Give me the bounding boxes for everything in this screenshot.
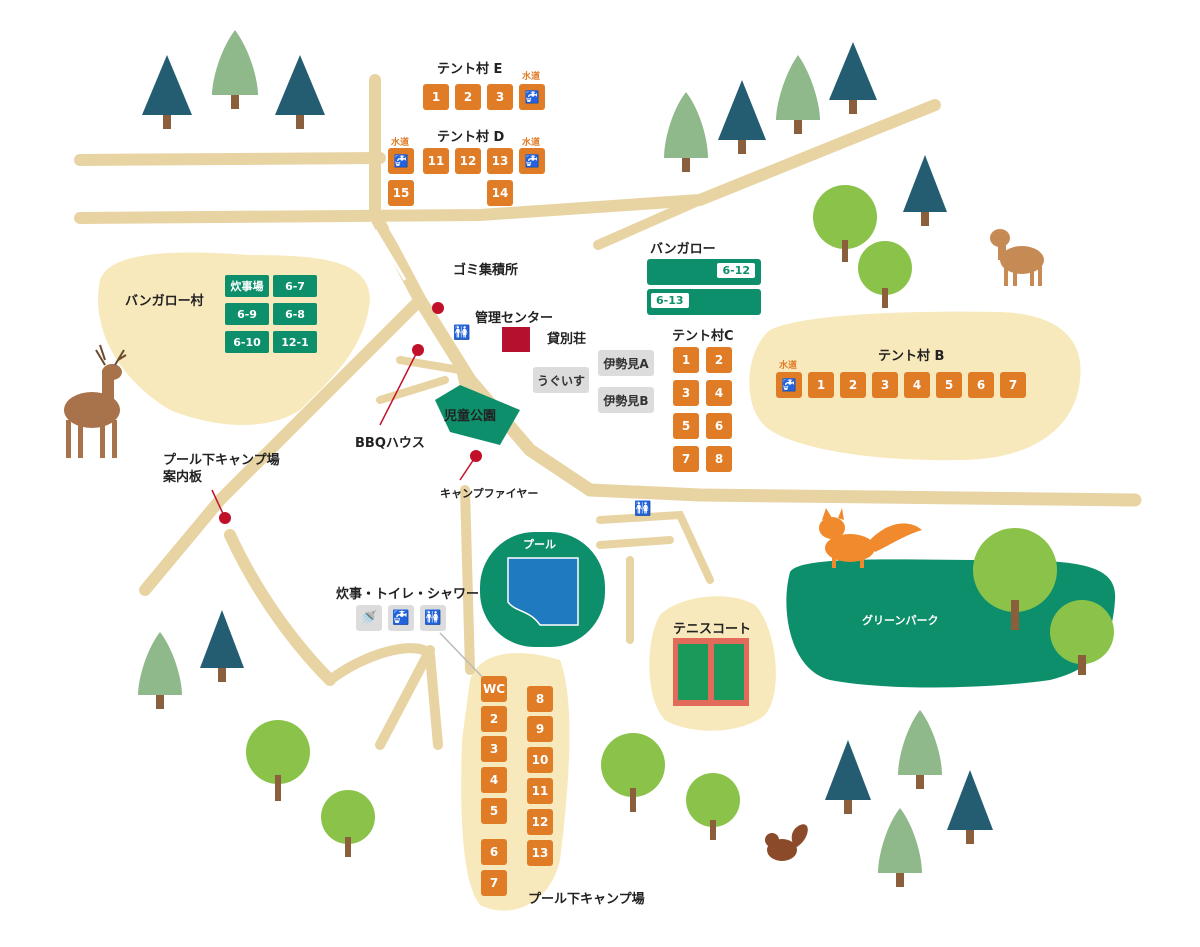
bungalow-6-8[interactable]: 6-8 [273, 303, 317, 325]
pool-camp-area [461, 653, 570, 911]
tent-e-water-label: 水道 [522, 72, 541, 82]
tent-d-water-left-label: 水道 [391, 138, 410, 148]
pool-camp-site-11[interactable]: 11 [527, 778, 553, 804]
pool-camp-label: プール下キャンプ場 [528, 892, 645, 907]
tent-e-site-2[interactable]: 2 [455, 84, 481, 110]
tent-d-title: テント村 D [437, 130, 505, 145]
tent-d-water-right-label: 水道 [522, 138, 541, 148]
squirrel-icon [765, 824, 808, 861]
bungalow-12-1[interactable]: 12-1 [273, 331, 317, 353]
pool-camp-site-3[interactable]: 3 [481, 736, 507, 762]
tent-d-site-13[interactable]: 13 [487, 148, 513, 174]
garbage-label: ゴミ集積所 [453, 263, 519, 278]
pool-camp-site-13[interactable]: 13 [527, 840, 553, 866]
pool-water [507, 557, 579, 626]
tent-d-site-14[interactable]: 14 [487, 180, 513, 206]
board-label: プール下キャンプ場 案内板 [163, 453, 280, 485]
tent-c-site-6[interactable]: 6 [706, 413, 732, 439]
playground-label: 児童公園 [444, 409, 497, 424]
tent-c-site-7[interactable]: 7 [673, 446, 699, 472]
restroom-icon: 🚻 [453, 325, 471, 341]
pool-camp-site-12[interactable]: 12 [527, 809, 553, 835]
villa-isemi-a[interactable]: 伊勢見A [598, 350, 654, 376]
tennis-label: テニスコート [673, 622, 752, 637]
bungalow-6-7[interactable]: 6-7 [273, 275, 317, 297]
pool-camp-site-9[interactable]: 9 [527, 716, 553, 742]
faucet-icon: 🚰 [388, 148, 414, 174]
tent-c-site-1[interactable]: 1 [673, 347, 699, 373]
tent-e-site-3[interactable]: 3 [487, 84, 513, 110]
pool-camp-site-10[interactable]: 10 [527, 747, 553, 773]
pool-camp-wc[interactable]: WC [481, 676, 507, 702]
tent-c-site-5[interactable]: 5 [673, 413, 699, 439]
faucet-icon: 🚰 [519, 84, 545, 110]
campfire-label: キャンプファイヤー [440, 487, 539, 500]
tent-b-site-4[interactable]: 4 [904, 372, 930, 398]
faucet-icon: 🚰 [519, 148, 545, 174]
tent-c-site-3[interactable]: 3 [673, 380, 699, 406]
bungalow-title: バンガロー [650, 242, 716, 257]
tent-b-water-label: 水道 [779, 361, 798, 371]
green-park-label: グリーンパーク [862, 614, 939, 627]
pool-camp-site-8[interactable]: 8 [527, 686, 553, 712]
bbq-label: BBQハウス [355, 436, 425, 451]
bungalow-village-title: バンガロー村 [125, 294, 204, 309]
bungalow-6-10[interactable]: 6-10 [225, 331, 269, 353]
villa-isemi-b[interactable]: 伊勢見B [598, 387, 654, 413]
tent-b-site-2[interactable]: 2 [840, 372, 866, 398]
bungalow-kitchen[interactable]: 炊事場 [225, 275, 269, 297]
tent-c-site-2[interactable]: 2 [706, 347, 732, 373]
faucet-icon: 🚰 [776, 372, 802, 398]
management-center-label: 管理センター [475, 311, 554, 326]
tent-d-site-15[interactable]: 15 [388, 180, 414, 206]
villa-label: 貸別荘 [547, 332, 587, 347]
management-center-building [502, 327, 530, 352]
tent-b-title: テント村 B [878, 349, 945, 364]
restroom-icon: 🚻 [420, 605, 446, 631]
bungalow-6-12[interactable]: 6-12 [647, 259, 761, 285]
restroom-icon: 🚻 [634, 501, 652, 517]
pool-camp-site-4[interactable]: 4 [481, 767, 507, 793]
bungalow-6-13[interactable]: 6-13 [647, 289, 761, 315]
pool-camp-site-7[interactable]: 7 [481, 870, 507, 896]
playground-area [435, 385, 520, 445]
pool-label: プール [523, 538, 556, 551]
pool-camp-site-2[interactable]: 2 [481, 706, 507, 732]
tent-c-title: テント村C [672, 329, 734, 344]
tent-d-site-12[interactable]: 12 [455, 148, 481, 174]
fox-icon [819, 508, 922, 568]
tent-e-title: テント村 E [437, 62, 503, 77]
tent-b-site-6[interactable]: 6 [968, 372, 994, 398]
tent-b-site-3[interactable]: 3 [872, 372, 898, 398]
bungalow-6-9[interactable]: 6-9 [225, 303, 269, 325]
pool-camp-site-5[interactable]: 5 [481, 798, 507, 824]
tent-c-site-4[interactable]: 4 [706, 380, 732, 406]
tent-e-site-1[interactable]: 1 [423, 84, 449, 110]
faucet-icon: 🚰 [388, 605, 414, 631]
pool-camp-site-6[interactable]: 6 [481, 839, 507, 865]
facilities-label: 炊事・トイレ・シャワー [336, 587, 480, 602]
tent-d-site-11[interactable]: 11 [423, 148, 449, 174]
deer-left-icon [64, 344, 127, 458]
tent-b-site-5[interactable]: 5 [936, 372, 962, 398]
tent-b-site-7[interactable]: 7 [1000, 372, 1026, 398]
deer-right-icon [990, 229, 1044, 286]
villa-uguisu[interactable]: うぐいす [533, 367, 589, 393]
tent-b-site-1[interactable]: 1 [808, 372, 834, 398]
tent-c-site-8[interactable]: 8 [706, 446, 732, 472]
shower-icon: 🚿 [356, 605, 382, 631]
